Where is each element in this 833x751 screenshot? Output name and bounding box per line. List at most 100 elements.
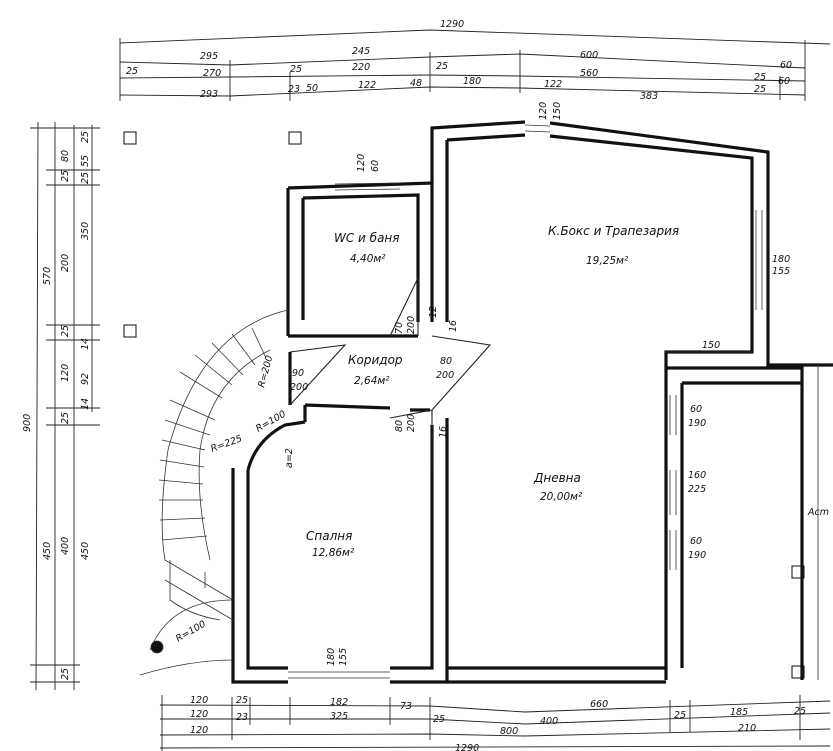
doors [289, 277, 492, 470]
top-window-width: 120 [538, 102, 549, 120]
column-marker [791, 665, 805, 679]
room-area-wc: 4,40м² [350, 253, 386, 265]
dim-bottom-r2-f: 25 [674, 710, 686, 721]
dim-left-25b: 25 [60, 325, 71, 337]
bedroom-window-width: 180 [326, 648, 337, 666]
dim-top-r3-c: 50 [306, 83, 318, 94]
dim-left-overall: 900 [22, 414, 33, 432]
room-area-bedroom: 12,86м² [312, 547, 355, 559]
dim-bottom-r2-g: 185 [730, 707, 748, 718]
dim-top-r3-a: 293 [200, 89, 218, 100]
dim-bottom-r2-b: 23 [236, 712, 248, 723]
door-corridor-left[interactable] [289, 344, 347, 406]
dim-top-r1-c: 600 [580, 50, 598, 61]
left-dimension-labels: 900 570 450 80 25 200 25 120 25 400 25 2… [22, 131, 91, 680]
stair-radius-top: R=200 [256, 354, 275, 388]
dim-top-r3-j: 60 [778, 76, 790, 87]
dim-left-450: 450 [42, 542, 53, 560]
dim-top-r2-d: 220 [352, 62, 370, 73]
door-wc[interactable] [389, 277, 419, 337]
stair-radius-inner: R=100 [254, 409, 288, 435]
top-dimension-lines [119, 29, 831, 101]
door-corridor-right[interactable] [431, 335, 492, 411]
dim-top-r3-h: 383 [640, 91, 658, 102]
dim-top-r2-a: 25 [126, 66, 138, 77]
corridor-left-door-width: 90 [292, 368, 304, 379]
dim-left-25d: 25 [60, 668, 71, 680]
bottom-dimension-labels: 120 25 182 73 660 120 23 325 25 400 25 1… [190, 695, 806, 751]
small-dim-12: 12 [428, 306, 439, 318]
dim-top-r3-e: 48 [410, 78, 422, 89]
dim-left-25a: 25 [60, 170, 71, 182]
dim-bottom-r1-d: 73 [400, 701, 412, 712]
dim-top-r3-b: 23 [288, 84, 300, 95]
dim-bottom-r2-c: 325 [330, 711, 348, 722]
dim-left-570: 570 [42, 267, 53, 285]
small-dim-16b: 16 [438, 426, 449, 438]
door-bedroom[interactable] [389, 409, 433, 470]
dim-left-col3-14b: 14 [80, 398, 91, 410]
stair-mark: a=2 [284, 448, 295, 468]
dim-left-col3-25a: 25 [80, 131, 91, 143]
corridor-left-door-height: 200 [290, 382, 308, 393]
column-marker [123, 131, 137, 145]
dim-top-r3-f: 180 [463, 76, 481, 87]
room-area-living: 20,00м² [540, 491, 583, 503]
bedroom-door-height: 200 [406, 414, 417, 432]
living-window3-width: 60 [690, 536, 702, 547]
living-window2-height: 225 [688, 484, 706, 495]
edge-label: Acm [807, 507, 829, 518]
walls [231, 120, 833, 684]
room-area-corridor: 2,64м² [354, 375, 390, 387]
top-dimension-labels: 1290 295 245 600 25 270 25 220 25 560 25… [126, 19, 792, 102]
living-window1-height: 190 [688, 418, 706, 429]
bedroom-door-width: 80 [394, 420, 405, 432]
windows [288, 124, 819, 680]
dim-left-col3-92: 92 [80, 373, 91, 385]
dim-top-r2-h: 60 [780, 60, 792, 71]
dim-bottom-r1-b: 25 [236, 695, 248, 706]
dim-left-25c: 25 [60, 412, 71, 424]
dim-left-col3-14a: 14 [80, 338, 91, 350]
dim-bottom-r1-c: 182 [330, 697, 348, 708]
dim-left-400: 400 [60, 537, 71, 555]
dim-top-r2-c: 25 [290, 64, 302, 75]
kitchen-window-height: 155 [772, 266, 790, 277]
dim-bottom-r3-c: 210 [738, 723, 756, 734]
dim-top-r2-e: 25 [436, 61, 448, 72]
dim-left-col3-450: 450 [80, 542, 91, 560]
dim-left-col3-25b: 25 [80, 172, 91, 184]
column-marker [288, 131, 302, 145]
wc-door-width: 70 [394, 322, 405, 334]
bottom-dimension-lines [159, 695, 831, 751]
room-name-kitchen: К.Бокс и Трапезария [548, 224, 679, 238]
dim-top-overall: 1290 [440, 19, 464, 30]
stair-radius-outer: R=225 [209, 433, 243, 455]
room-labels: WC и баня 4,40м² К.Бокс и Трапезария 19,… [306, 224, 679, 559]
wc-window-width: 120 [356, 154, 367, 172]
dim-left-col3-55: 55 [80, 155, 91, 167]
column-markers [123, 131, 805, 679]
left-dimension-lines [30, 121, 100, 691]
spiral-staircase [139, 309, 289, 676]
dim-top-r1-a: 295 [200, 51, 218, 62]
dim-left-120: 120 [60, 364, 71, 382]
dim-top-r2-g: 25 [754, 72, 766, 83]
top-window-height: 150 [552, 102, 563, 120]
wc-door-height: 200 [406, 316, 417, 334]
small-dim-16a: 16 [448, 320, 459, 332]
dim-bottom-r2-d: 25 [433, 714, 445, 725]
dim-bottom-r1-a: 120 [190, 695, 208, 706]
dim-bottom-r2-e: 400 [540, 716, 558, 727]
dim-bottom-r1-e: 660 [590, 699, 608, 710]
room-name-wc: WC и баня [334, 231, 400, 245]
dim-bottom-r2-h: 25 [794, 706, 806, 717]
dim-top-r2-b: 270 [203, 68, 221, 79]
corridor-right-door-height: 200 [436, 370, 454, 381]
opening-labels: 120 60 120 150 180 155 150 70 200 80 200… [290, 102, 790, 666]
room-area-kitchen: 19,25м² [586, 255, 629, 267]
kitchen-edge-dim: 150 [702, 340, 720, 351]
living-window2-width: 160 [688, 470, 706, 481]
stair-radius-bottom: R=100 [174, 619, 208, 645]
